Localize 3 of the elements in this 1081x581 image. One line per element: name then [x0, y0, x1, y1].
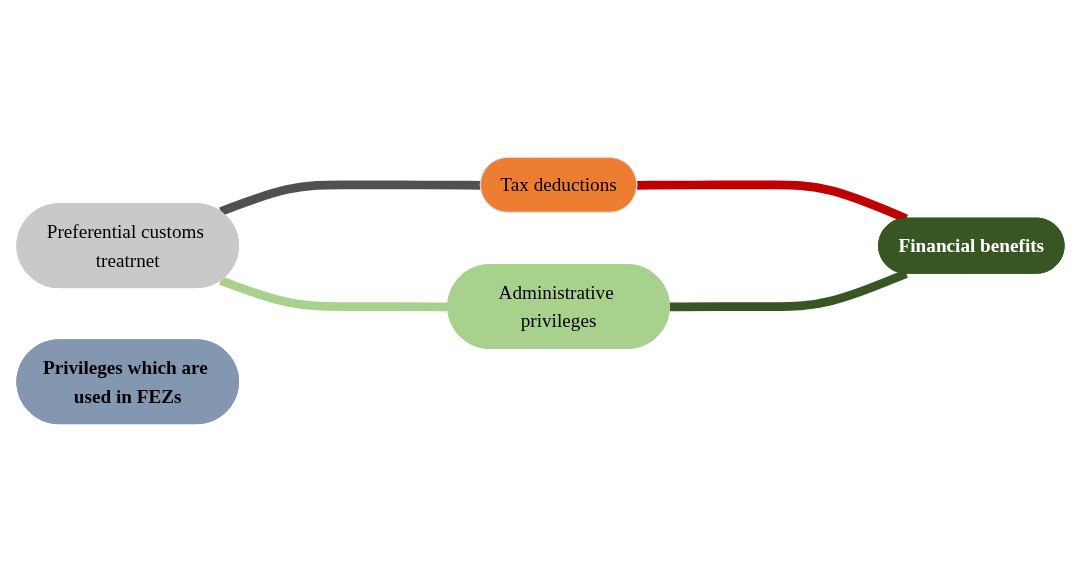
connector [669, 269, 908, 312]
connector [219, 180, 481, 216]
connector [219, 276, 449, 312]
